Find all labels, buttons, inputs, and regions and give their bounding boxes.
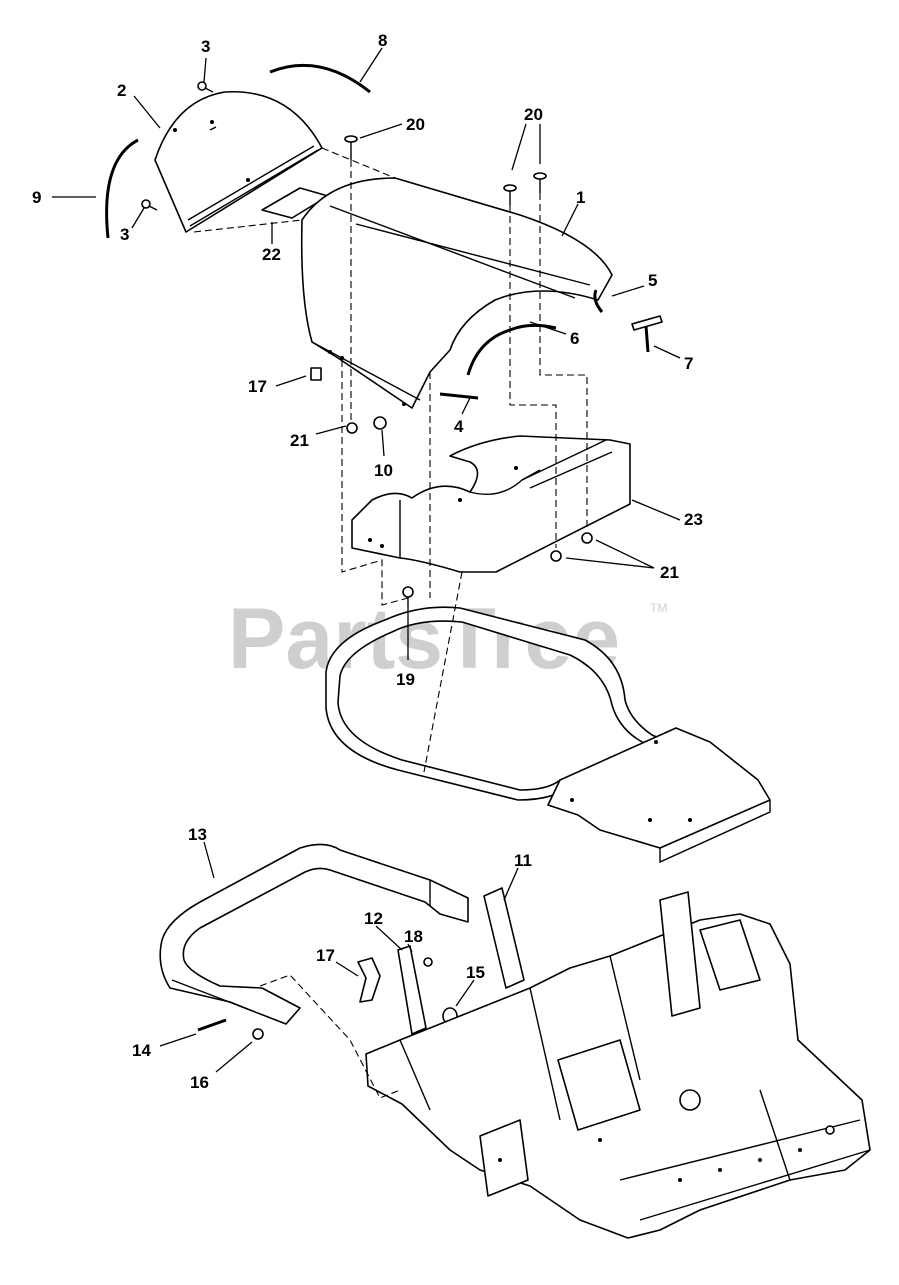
callout-11: 11 xyxy=(514,851,532,870)
part-3-screw-left xyxy=(141,199,158,211)
callout-18: 18 xyxy=(404,927,423,946)
part-9-trim xyxy=(105,138,139,239)
part-7-fitting xyxy=(631,315,663,353)
part-12-bracket xyxy=(397,945,427,1035)
part-17-fastener-top xyxy=(310,367,322,381)
callout-15: 15 xyxy=(466,963,485,982)
assembly-guide-lines xyxy=(193,147,588,1099)
callout-5: 5 xyxy=(648,271,657,290)
callout-7: 7 xyxy=(684,354,693,373)
part-16-bolt xyxy=(252,1028,264,1040)
callout-19: 19 xyxy=(396,670,415,689)
part-18-bolt xyxy=(423,957,433,967)
callout-21a: 21 xyxy=(290,431,309,450)
part-21-nut-right-b xyxy=(581,532,593,544)
callout-6: 6 xyxy=(570,329,579,348)
part-20-bolt-mid xyxy=(503,184,517,205)
part-2-rear-panel xyxy=(154,90,323,233)
callout-20b: 20 xyxy=(524,105,543,124)
part-6-rod xyxy=(466,323,557,376)
callout-8: 8 xyxy=(378,31,387,50)
callout-4: 4 xyxy=(454,417,464,436)
callout-10: 10 xyxy=(374,461,393,480)
callout-20a: 20 xyxy=(406,115,425,134)
part-21-nut-left xyxy=(346,422,358,434)
part-3-screw-top xyxy=(197,81,214,93)
callout-12: 12 xyxy=(364,909,383,928)
callout-2: 2 xyxy=(117,81,126,100)
part-14-pin xyxy=(197,1018,227,1032)
callout-9: 9 xyxy=(32,188,41,207)
callout-17b: 17 xyxy=(316,946,335,965)
callout-21b: 21 xyxy=(660,563,679,582)
part-8-trim xyxy=(269,63,371,94)
callout-3a: 3 xyxy=(201,37,210,56)
part-4-pin xyxy=(439,392,479,400)
part-10-bolt xyxy=(373,416,387,430)
callout-labels: 3 2 8 9 3 20 20 1 22 5 6 7 17 4 21 10 23… xyxy=(32,31,703,1092)
callout-22: 22 xyxy=(262,245,281,264)
part-5-clip xyxy=(593,289,604,313)
callout-1: 1 xyxy=(576,188,585,207)
part-13-handle xyxy=(159,843,469,1025)
callout-17a: 17 xyxy=(248,377,267,396)
callout-13: 13 xyxy=(188,825,207,844)
seat-support-frame xyxy=(325,606,771,864)
callout-3b: 3 xyxy=(120,225,129,244)
part-11-bracket xyxy=(483,887,525,989)
part-17-latch xyxy=(357,957,381,1003)
callout-23: 23 xyxy=(684,510,703,529)
callout-14: 14 xyxy=(132,1041,151,1060)
callout-16: 16 xyxy=(190,1073,209,1092)
watermark-trademark: TM xyxy=(650,601,667,615)
part-1-seat-cover xyxy=(300,177,613,409)
part-23-seat-pan xyxy=(351,435,631,573)
callout-leaders xyxy=(52,47,681,1073)
part-20-bolt-right xyxy=(533,172,547,193)
tractor-chassis xyxy=(365,891,871,1239)
part-20-bolt-left xyxy=(344,135,358,160)
part-21-nut-right-a xyxy=(550,550,562,562)
